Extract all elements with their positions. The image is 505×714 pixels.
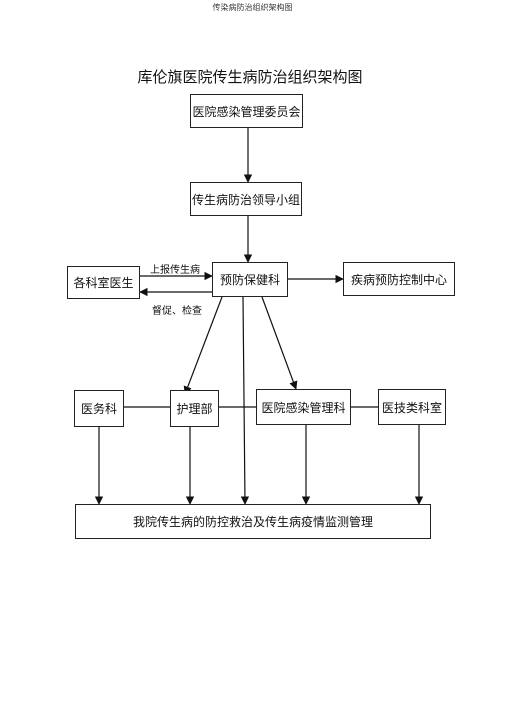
edge-prevention-to-outcome	[240, 296, 250, 505]
node-nursing: 护理部	[170, 390, 219, 427]
node-cdc: 疾病预防控制中心	[343, 262, 455, 296]
node-medical-affairs: 医务科	[74, 390, 124, 427]
node-departments: 各科室医生	[67, 266, 140, 299]
edge-prevention-to-infection-mgmt	[261, 296, 298, 390]
node-outcome: 我院传生病的防控救治及传生病疫情监测管理	[75, 504, 431, 539]
edge-prevention-to-nursing	[183, 296, 223, 395]
node-medical-tech: 医技类科室	[378, 389, 446, 425]
node-leading-group: 传生病防治领导小组	[190, 182, 302, 216]
edge-label-supervise: 督促、检查	[152, 306, 202, 317]
edge-label-report: 上报传生病	[150, 265, 200, 276]
node-prevention: 预防保健科	[212, 262, 288, 297]
node-committee: 医院感染管理委员会	[190, 94, 303, 128]
page-header: 传染病防治组织架构图	[212, 3, 293, 12]
node-infection-mgmt: 医院感染管理科	[256, 389, 351, 425]
diagram-title: 库伦旗医院传生病防治组织架构图	[137, 68, 363, 86]
